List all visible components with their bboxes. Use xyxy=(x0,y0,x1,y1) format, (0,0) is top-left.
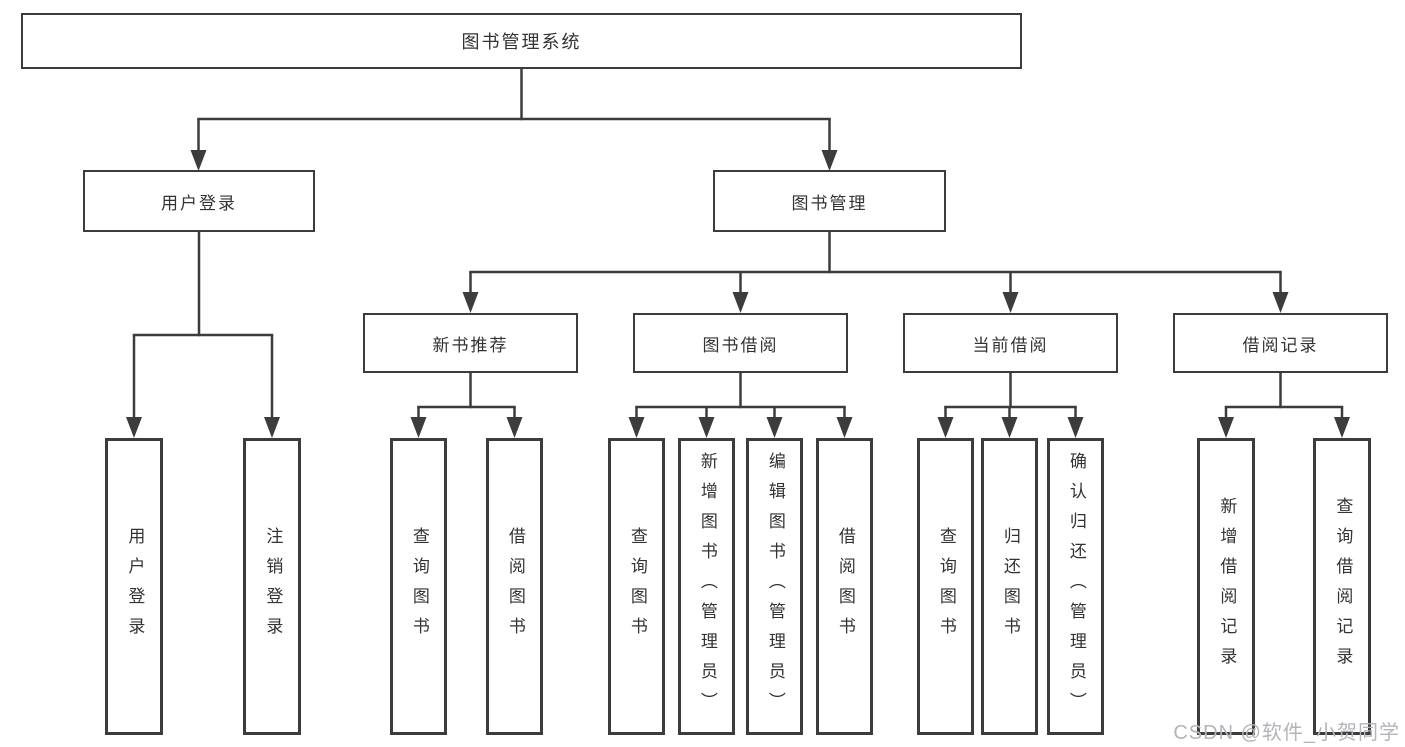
node-book-management: 图书管理 xyxy=(713,170,946,232)
node-label: 查询图书 xyxy=(936,526,956,647)
leaf-logout: 注销登录 xyxy=(243,438,301,735)
node-label: 借阅图书 xyxy=(505,526,525,647)
leaf-borrow-books-recommend: 借阅图书 xyxy=(486,438,543,735)
leaf-borrow-books: 借阅图书 xyxy=(816,438,873,735)
leaf-return-books: 归还图书 xyxy=(981,438,1038,735)
leaf-confirm-return-admin: 确认归还（管理员） xyxy=(1047,438,1104,735)
leaf-edit-books-admin: 编辑图书（管理员） xyxy=(746,438,803,735)
connector-book-borrow-to-leaves xyxy=(628,373,853,438)
node-label: 查询图书 xyxy=(627,526,647,647)
node-label: 当前借阅 xyxy=(972,335,1049,355)
node-label: 图书借阅 xyxy=(702,335,779,355)
node-label: 查询借阅记录 xyxy=(1333,496,1353,677)
leaf-add-books-admin: 新增图书（管理员） xyxy=(678,438,735,735)
connector-user-login-to-leaves xyxy=(126,232,280,438)
node-label: 归还图书 xyxy=(1000,526,1020,647)
node-user-login: 用户登录 xyxy=(83,170,315,232)
connector-current-borrow-to-leaves xyxy=(937,373,1084,438)
leaf-user-login: 用户登录 xyxy=(105,438,163,735)
node-label: 查询图书 xyxy=(409,526,429,647)
node-label: 新增图书（管理员） xyxy=(697,451,717,722)
leaf-query-books-current: 查询图书 xyxy=(917,438,974,735)
node-label: 图书管理 xyxy=(791,193,868,213)
connector-book-management-to-level3 xyxy=(462,232,1289,313)
leaf-query-books-recommend: 查询图书 xyxy=(390,438,447,735)
node-label: 注销登录 xyxy=(263,526,283,647)
node-library-management-system: 图书管理系统 xyxy=(21,13,1022,69)
csdn-watermark: CSDN @软件_小贺同学 xyxy=(1173,722,1400,744)
node-label: 新增借阅记录 xyxy=(1217,496,1237,677)
connector-borrow-records-to-leaves xyxy=(1218,373,1350,438)
node-label: 借阅记录 xyxy=(1242,335,1319,355)
leaf-add-borrow-record: 新增借阅记录 xyxy=(1197,438,1255,735)
node-new-book-recommend: 新书推荐 xyxy=(363,313,578,373)
node-label: 编辑图书（管理员） xyxy=(765,451,785,722)
node-label: 图书管理系统 xyxy=(461,32,582,52)
node-borrow-records: 借阅记录 xyxy=(1173,313,1388,373)
connector-root-to-level2 xyxy=(190,69,838,171)
node-book-borrow: 图书借阅 xyxy=(633,313,848,373)
leaf-query-borrow-record: 查询借阅记录 xyxy=(1313,438,1371,735)
node-label: 用户登录 xyxy=(125,526,145,647)
node-label: 确认归还（管理员） xyxy=(1066,451,1086,722)
connector-new-book-recommend-to-leaves xyxy=(410,373,523,438)
node-label: 借阅图书 xyxy=(835,526,855,647)
node-label: 新书推荐 xyxy=(432,335,509,355)
leaf-query-books-borrow: 查询图书 xyxy=(608,438,665,735)
node-label: 用户登录 xyxy=(161,193,237,213)
node-current-borrow: 当前借阅 xyxy=(903,313,1118,373)
